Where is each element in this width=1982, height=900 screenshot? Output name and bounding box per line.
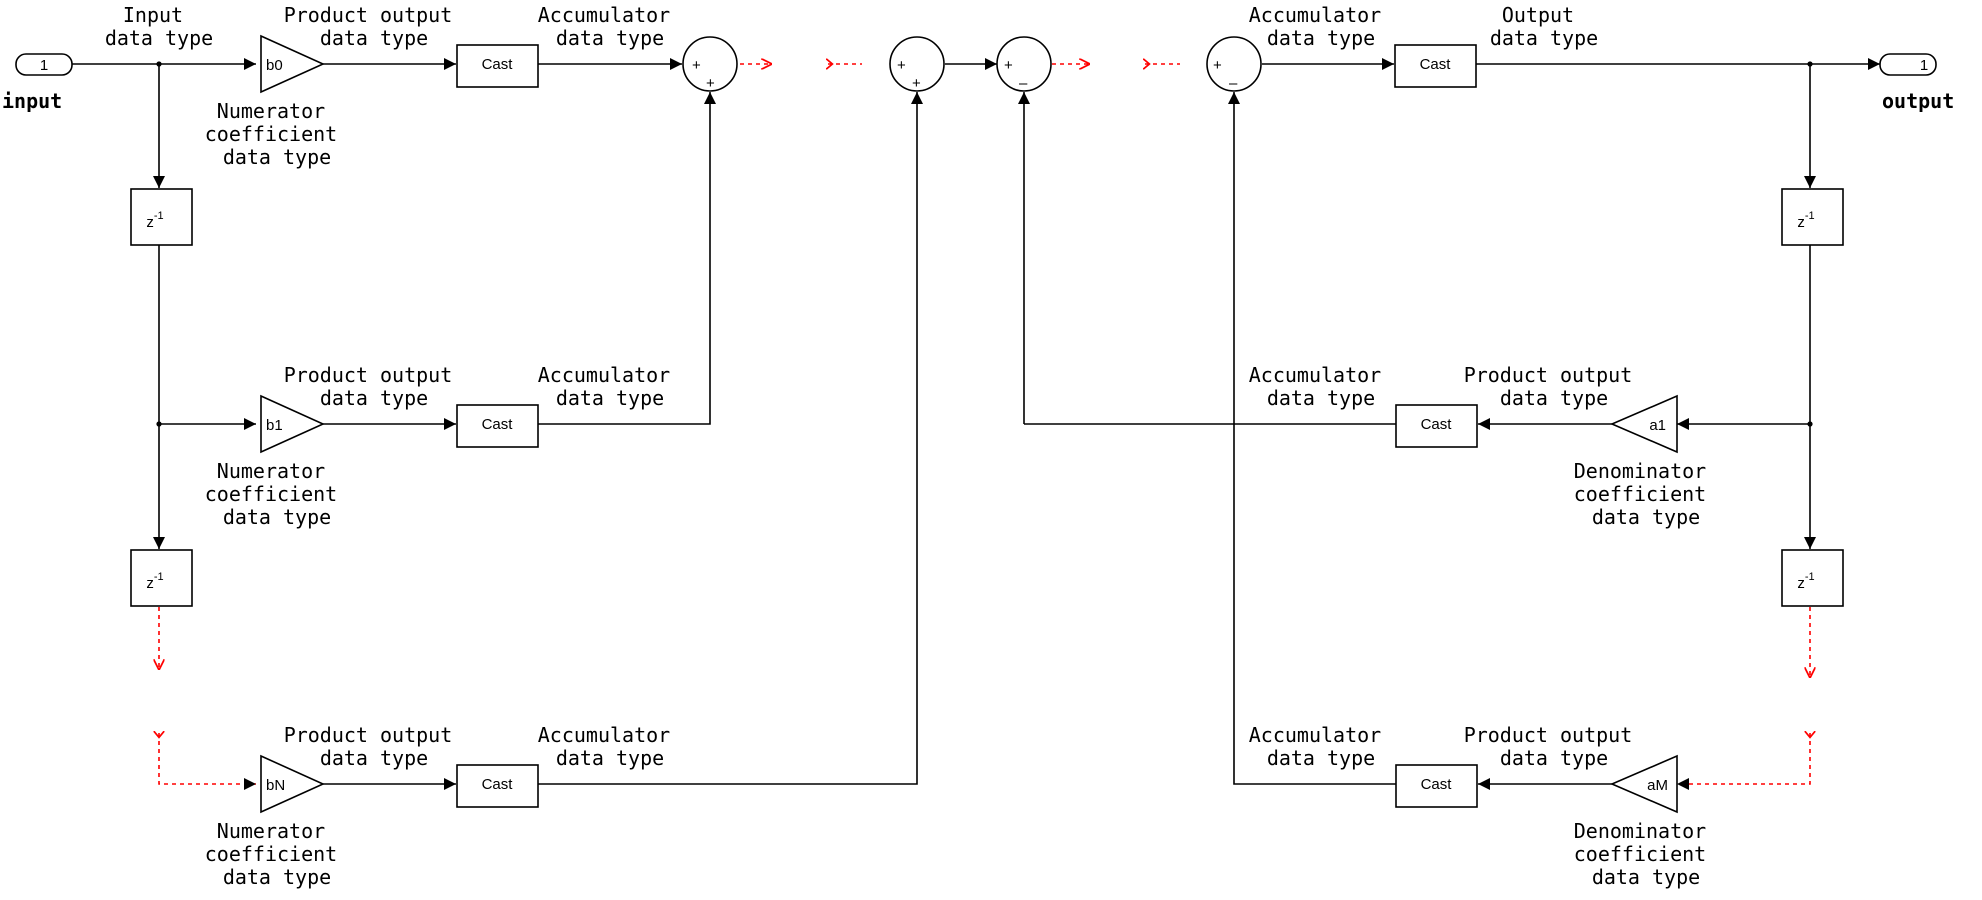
- label-numerator-coefficient-1: Numerator coefficient data type: [205, 459, 350, 529]
- sum-block-num-n[interactable]: + +: [889, 36, 945, 92]
- delay-block-num-2[interactable]: z-1: [130, 549, 193, 607]
- cast-block-den-1[interactable]: Cast: [1395, 404, 1478, 448]
- label-accumulator-out: Accumulator data type: [1249, 3, 1394, 50]
- svg-text:+: +: [692, 57, 701, 74]
- svg-text:1: 1: [40, 57, 48, 74]
- label-product-output-num-1: Product output data type: [284, 363, 465, 410]
- svg-text:z-1: z-1: [146, 571, 163, 592]
- svg-text:Cast: Cast: [482, 56, 514, 73]
- label-product-output-num-n: Product output data type: [284, 723, 465, 770]
- sum-block-den-m[interactable]: + –: [1206, 36, 1262, 92]
- svg-text:Cast: Cast: [482, 776, 514, 793]
- sum-block-den-1[interactable]: + –: [996, 36, 1052, 92]
- junction-dots: [156, 61, 1813, 427]
- label-accumulator-num-0: Accumulator data type: [538, 3, 683, 50]
- gain-b1[interactable]: b1: [260, 394, 325, 454]
- svg-text:Cast: Cast: [1421, 416, 1453, 433]
- svg-text:z-1: z-1: [146, 210, 163, 231]
- delay-block-den-2[interactable]: z-1: [1781, 549, 1844, 607]
- cast-block-den-m[interactable]: Cast: [1395, 764, 1478, 808]
- svg-text:+: +: [1004, 57, 1013, 74]
- label-product-output-den-1: Product output data type: [1464, 363, 1645, 410]
- input-port[interactable]: 1: [15, 53, 73, 76]
- svg-text:b0: b0: [266, 57, 283, 74]
- label-accumulator-den-m: Accumulator data type: [1249, 723, 1394, 770]
- gain-aM[interactable]: aM: [1609, 754, 1678, 814]
- svg-text:bN: bN: [266, 777, 285, 794]
- svg-text:a1: a1: [1649, 417, 1666, 434]
- label-product-output-num-0: Product output data type: [284, 3, 465, 50]
- delay-block-den-1[interactable]: z-1: [1781, 188, 1844, 246]
- svg-text:1: 1: [1920, 57, 1928, 74]
- input-port-label: input: [2, 89, 62, 113]
- svg-text:b1: b1: [266, 417, 283, 434]
- gain-bN[interactable]: bN: [260, 754, 325, 814]
- cast-block-num-n[interactable]: Cast: [456, 764, 539, 808]
- label-denominator-coefficient-m: Denominator coefficient data type: [1574, 819, 1719, 889]
- svg-text:Cast: Cast: [1420, 56, 1452, 73]
- label-accumulator-num-1: Accumulator data type: [538, 363, 683, 410]
- svg-text:z-1: z-1: [1797, 571, 1814, 592]
- label-accumulator-den-1: Accumulator data type: [1249, 363, 1394, 410]
- label-numerator-coefficient-n: Numerator coefficient data type: [205, 819, 350, 889]
- svg-text:–: –: [1229, 75, 1238, 92]
- continuation-wires: [159, 64, 1810, 784]
- delay-block-num-1[interactable]: z-1: [130, 188, 193, 246]
- signal-wires: [72, 58, 1880, 790]
- svg-text:z-1: z-1: [1797, 210, 1814, 231]
- svg-text:+: +: [912, 75, 921, 92]
- label-output-data-type: Output data type: [1490, 3, 1598, 50]
- label-accumulator-num-n: Accumulator data type: [538, 723, 683, 770]
- label-product-output-den-m: Product output data type: [1464, 723, 1645, 770]
- svg-text:aM: aM: [1647, 777, 1668, 794]
- cast-block-num-1[interactable]: Cast: [456, 404, 539, 448]
- svg-text:–: –: [1019, 75, 1028, 92]
- svg-text:Cast: Cast: [1421, 776, 1453, 793]
- cast-block-num-0[interactable]: Cast: [456, 44, 539, 88]
- gain-b0[interactable]: b0: [260, 34, 325, 94]
- cast-block-output[interactable]: Cast: [1394, 44, 1477, 88]
- svg-text:+: +: [897, 57, 906, 74]
- svg-text:+: +: [706, 75, 715, 92]
- svg-text:Cast: Cast: [482, 416, 514, 433]
- svg-text:+: +: [1213, 57, 1222, 74]
- label-numerator-coefficient-0: Numerator coefficient data type: [205, 99, 350, 169]
- output-port[interactable]: 1: [1879, 53, 1937, 76]
- output-port-label: output: [1882, 89, 1954, 113]
- label-denominator-coefficient-1: Denominator coefficient data type: [1574, 459, 1719, 529]
- sum-block-num-0[interactable]: + +: [682, 36, 738, 92]
- gain-a1[interactable]: a1: [1609, 394, 1678, 454]
- label-input-data-type: Input data type: [105, 3, 213, 50]
